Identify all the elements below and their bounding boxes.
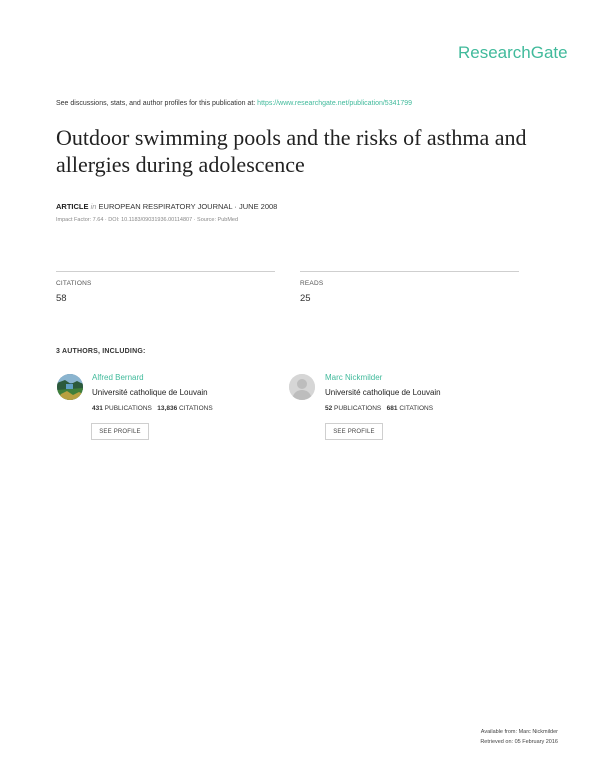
available-from: Available from: Marc Nickmilder bbox=[480, 729, 558, 735]
author-citations-count: 681 bbox=[386, 405, 398, 412]
discussion-note: See discussions, stats, and author profi… bbox=[56, 100, 412, 107]
citations-label: CITATIONS bbox=[56, 280, 92, 287]
default-avatar-graphic bbox=[289, 374, 315, 400]
author-citations-count: 13,836 bbox=[157, 405, 178, 412]
discussion-note-text: See discussions, stats, and author profi… bbox=[56, 100, 258, 107]
publication-link[interactable]: https://www.researchgate.net/publication… bbox=[257, 100, 413, 107]
publication-title: Outdoor swimming pools and the risks of … bbox=[56, 125, 527, 177]
retrieved-on: Retrieved on: 05 February 2016 bbox=[480, 739, 558, 745]
see-profile-button[interactable]: SEE PROFILE bbox=[91, 423, 149, 440]
author-publications-label: PUBLICATIONS bbox=[334, 405, 382, 412]
author-stats: 431 PUBLICATIONS 13,836 CITATIONS bbox=[92, 405, 213, 412]
author-name[interactable]: Alfred Bernard bbox=[92, 373, 144, 382]
authors-heading: 3 AUTHORS, INCLUDING: bbox=[56, 348, 146, 355]
article-type: ARTICLE bbox=[56, 202, 89, 211]
author-citations-label: CITATIONS bbox=[179, 405, 213, 412]
citations-divider bbox=[56, 271, 275, 272]
citations-value: 58 bbox=[56, 293, 67, 304]
author-stats: 52 PUBLICATIONS 681 CITATIONS bbox=[325, 405, 433, 412]
author-publications-count: 52 bbox=[325, 405, 333, 412]
author-publications-count: 431 bbox=[92, 405, 103, 412]
author-publications-label: PUBLICATIONS bbox=[104, 405, 152, 412]
photo-avatar-icon[interactable] bbox=[57, 374, 83, 400]
journal-name[interactable]: EUROPEAN RESPIRATORY JOURNAL · JUNE 2008 bbox=[98, 202, 278, 211]
see-profile-button[interactable]: SEE PROFILE bbox=[325, 423, 383, 440]
reads-divider bbox=[300, 271, 519, 272]
default-avatar-icon[interactable] bbox=[289, 374, 315, 400]
article-in: in bbox=[90, 202, 97, 211]
author-institution[interactable]: Université catholique de Louvain bbox=[92, 388, 208, 397]
reads-value: 25 bbox=[300, 293, 311, 304]
reads-label: READS bbox=[300, 280, 324, 287]
author-institution[interactable]: Université catholique de Louvain bbox=[325, 388, 441, 397]
author-name[interactable]: Marc Nickmilder bbox=[325, 373, 383, 382]
article-line: ARTICLE in EUROPEAN RESPIRATORY JOURNAL … bbox=[56, 202, 277, 211]
author-citations-label: CITATIONS bbox=[399, 405, 434, 412]
article-meta: Impact Factor: 7.64 · DOI: 10.1183/09031… bbox=[56, 217, 239, 223]
photo-avatar-graphic bbox=[57, 374, 83, 400]
researchgate-logo[interactable]: ResearchGate bbox=[458, 43, 568, 62]
